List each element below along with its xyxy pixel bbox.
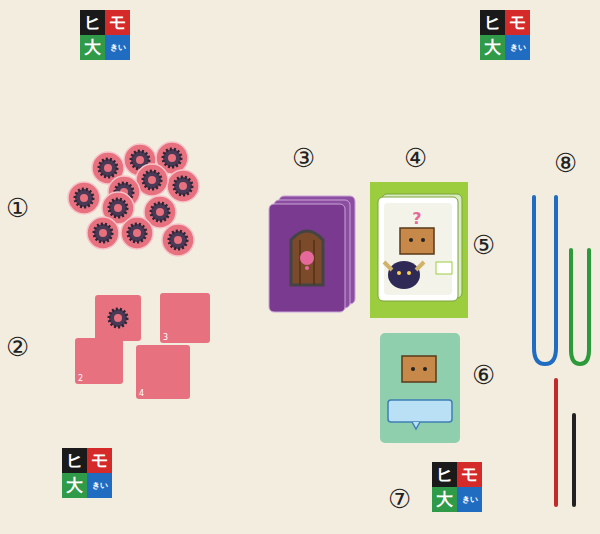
- callout-number: ⑧: [554, 150, 577, 176]
- token-pile: [68, 142, 199, 256]
- logo-letter: モ: [105, 10, 130, 35]
- logo-letter: モ: [457, 462, 482, 487]
- logo-letter: ヒ: [62, 448, 87, 473]
- callout-number: ⑦: [388, 486, 411, 512]
- logo-letter: モ: [505, 10, 530, 35]
- logo-letter: きい: [457, 487, 482, 512]
- logo-badge: ヒモ大きい: [480, 10, 530, 60]
- number-tile: 2: [75, 338, 123, 384]
- logo-letter: 大: [80, 35, 105, 60]
- tile: [95, 295, 141, 341]
- logo-letter: 大: [62, 473, 87, 498]
- logo-letter: ヒ: [80, 10, 105, 35]
- callout-number: ⑤: [472, 232, 495, 258]
- tile-number: 4: [139, 390, 144, 398]
- logo-letter: きい: [105, 35, 130, 60]
- tile-number: 2: [78, 375, 83, 383]
- logo-letter: きい: [87, 473, 112, 498]
- logo-letter: 大: [432, 487, 457, 512]
- callout-number: ②: [6, 334, 29, 360]
- callout-number: ③: [292, 145, 315, 171]
- svg-text:?: ?: [412, 209, 421, 228]
- monster-deck: ?: [370, 182, 468, 318]
- logo-badge: ヒモ大きい: [432, 462, 482, 512]
- logo-letter: きい: [505, 35, 530, 60]
- box-card: [380, 333, 460, 443]
- tile-number: 3: [163, 334, 168, 342]
- logo-letter: ヒ: [432, 462, 457, 487]
- number-tile: 3: [160, 293, 210, 343]
- callout-number: ⑥: [472, 362, 495, 388]
- callout-number: ①: [6, 195, 29, 221]
- door-deck: [269, 196, 355, 312]
- logo-badge: ヒモ大きい: [62, 448, 112, 498]
- strings: [534, 197, 589, 505]
- logo-letter: ヒ: [480, 10, 505, 35]
- number-tile: 4: [136, 345, 190, 399]
- logo-letter: モ: [87, 448, 112, 473]
- logo-badge: ヒモ大きい: [80, 10, 130, 60]
- logo-letter: 大: [480, 35, 505, 60]
- callout-number: ④: [404, 145, 427, 171]
